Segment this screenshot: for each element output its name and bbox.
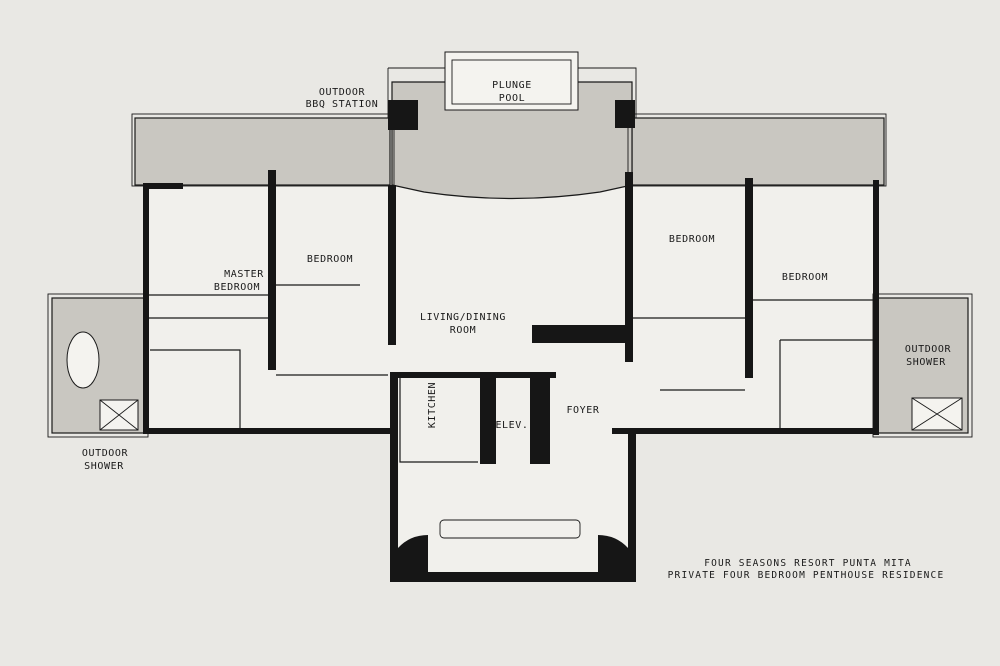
label-bbq-1: OUTDOOR bbox=[319, 87, 366, 98]
label-kitchen: KITCHEN bbox=[427, 382, 438, 428]
label-outdoor-shower-right-1: OUTDOOR bbox=[905, 344, 952, 355]
label-outdoor-shower-right-2: SHOWER bbox=[906, 357, 946, 368]
label-bedroom-3: BEDROOM bbox=[669, 234, 715, 245]
label-elevator: ELEV. bbox=[495, 420, 528, 431]
label-outdoor-shower-left-2: SHOWER bbox=[84, 461, 124, 472]
label-bbq-2: BBQ STATION bbox=[306, 99, 379, 110]
label-master-bedroom-2: BEDROOM bbox=[214, 282, 260, 293]
plan-caption: FOUR SEASONS RESORT PUNTA MITA PRIVATE F… bbox=[668, 558, 945, 581]
label-bedroom-4: BEDROOM bbox=[782, 272, 828, 283]
walls bbox=[143, 100, 879, 582]
label-living-dining-2: ROOM bbox=[450, 325, 476, 336]
terrace-left bbox=[47, 293, 149, 438]
label-foyer: FOYER bbox=[566, 405, 599, 416]
interior-floor bbox=[145, 185, 875, 580]
label-bedroom-2: BEDROOM bbox=[307, 254, 353, 265]
room-labels: PLUNGE POOL OUTDOOR BBQ STATION MASTER B… bbox=[82, 80, 952, 472]
caption-line-1: FOUR SEASONS RESORT PUNTA MITA bbox=[704, 558, 912, 569]
label-living-dining-1: LIVING/DINING bbox=[420, 312, 506, 323]
label-plunge-pool-1: PLUNGE bbox=[492, 80, 532, 91]
label-outdoor-shower-left-1: OUTDOOR bbox=[82, 448, 129, 459]
caption-line-2: PRIVATE FOUR BEDROOM PENTHOUSE RESIDENCE bbox=[668, 570, 945, 581]
terrace-top bbox=[131, 51, 887, 200]
partitions bbox=[149, 284, 873, 463]
label-plunge-pool-2: POOL bbox=[499, 93, 525, 104]
stair-lobby bbox=[398, 519, 628, 578]
label-master-bedroom-1: MASTER bbox=[224, 269, 264, 280]
